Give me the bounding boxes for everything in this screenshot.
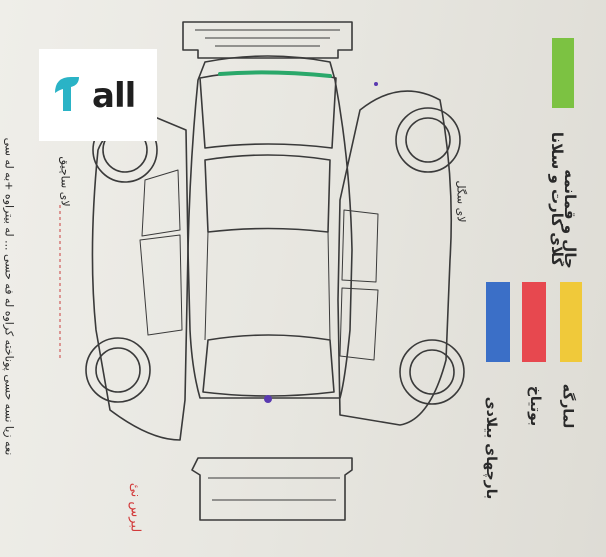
legend-label-blue: بارچهای بیلادی [483, 396, 500, 500]
rear-bumper-outline [182, 21, 353, 59]
legend-swatch-green [552, 38, 574, 108]
center-label: لای سگل [454, 180, 468, 223]
purple-dot-mark [264, 395, 272, 403]
legend-label-full-repair: کلای کارت و سلانا [548, 131, 567, 267]
left-side-label: لای ساچیق [58, 156, 72, 207]
margin-text: نعه زیا نسه حسی پوناخته کراوه له فه حسی … [2, 137, 16, 456]
bottom-red-label: لبرس نئ [127, 482, 143, 533]
leaf-logo-icon [55, 77, 79, 111]
right-side-outline [337, 90, 453, 426]
legend-swatch-blue [486, 282, 510, 362]
legend-label-yellow: لمارگه [559, 383, 576, 429]
front-bumper-outline [191, 457, 353, 521]
front-window-outline [202, 334, 335, 397]
roof-outline [204, 154, 331, 233]
green-damage-mark [218, 70, 332, 78]
right-front-wheel [395, 107, 461, 173]
logo-text: all [92, 76, 136, 116]
legend-swatch-yellow [560, 282, 582, 362]
legend-label-red: بوتیاخ [527, 385, 544, 427]
logo-box [39, 49, 157, 141]
right-rear-wheel [399, 339, 465, 405]
car-top-outline [187, 55, 353, 399]
left-rear-wheel [85, 337, 151, 403]
legend-swatch-red [522, 282, 546, 362]
left-side-outline [91, 114, 189, 441]
rear-window-outline [199, 70, 337, 149]
